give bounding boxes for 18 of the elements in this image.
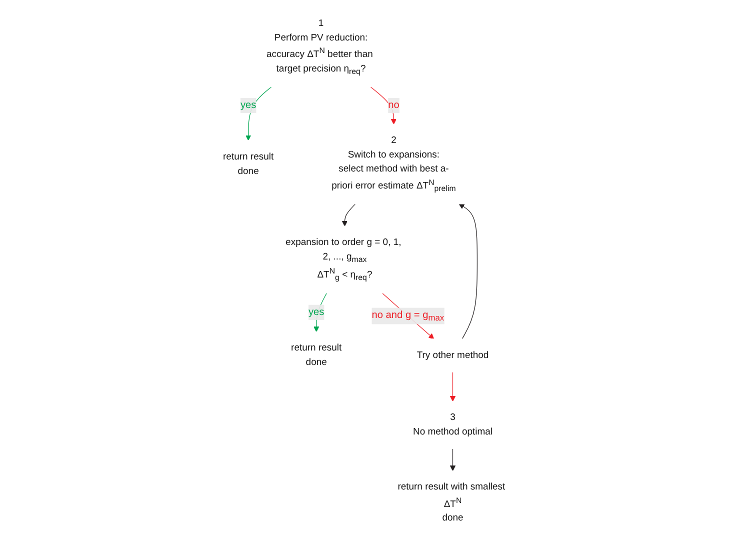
node-text: 3 No method optimal bbox=[412, 412, 493, 437]
arrow bbox=[450, 448, 456, 472]
node-text: Try other method bbox=[416, 350, 489, 360]
edge-label: no bbox=[388, 100, 400, 111]
node-text: return result with smallest ΔT$^{N}$ done bbox=[398, 482, 506, 524]
node-text: return result done bbox=[291, 342, 342, 368]
arrow bbox=[458, 204, 478, 340]
node-text: 1 Perform PV reduction: accuracy ΔT$^{N}$ better than target precision η$_{req}$? bbox=[266, 18, 373, 76]
edge-label: no and g = g$_{max}$ bbox=[372, 310, 444, 322]
arrow bbox=[370, 86, 396, 124]
node-text: return result done bbox=[223, 151, 274, 176]
edge-label: yes bbox=[308, 306, 324, 318]
arrow bbox=[246, 86, 272, 141]
node-text: expansion to order g = 0, 1, 2, ..., g$_{max}$ ΔT$^{N}$$_{g}$ < η$_{req}$? bbox=[286, 236, 402, 282]
arrow bbox=[314, 292, 328, 332]
arrow bbox=[450, 372, 456, 402]
edge-label: yes bbox=[240, 100, 256, 111]
arrow bbox=[342, 204, 356, 226]
